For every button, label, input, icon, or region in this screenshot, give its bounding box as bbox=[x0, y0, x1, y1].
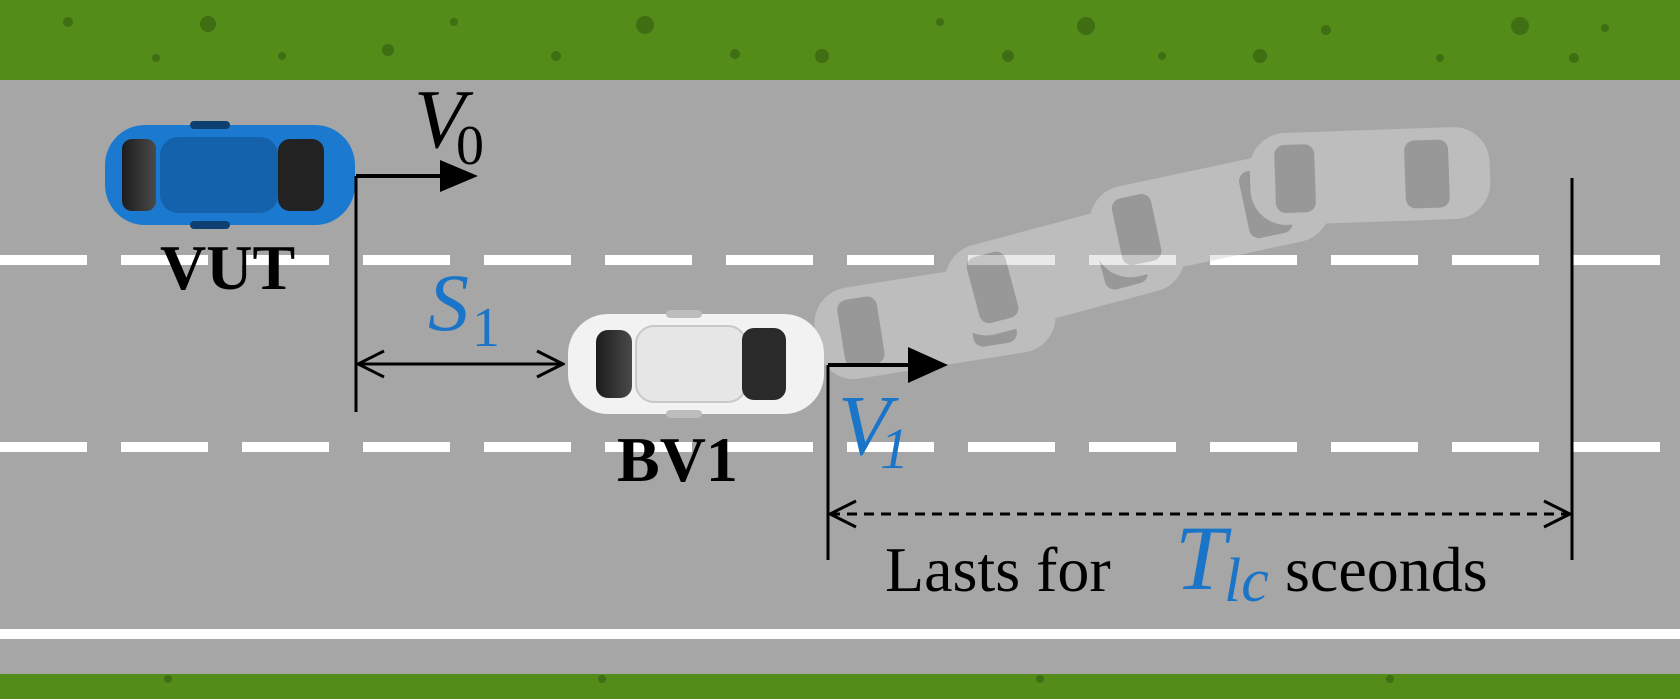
duration-note-prefix: Lasts for bbox=[885, 534, 1111, 605]
vut-car-icon bbox=[105, 121, 355, 229]
s1-subscript: 1 bbox=[472, 297, 500, 359]
bv1-label: BV1 bbox=[617, 424, 738, 495]
v1-subscript: 1 bbox=[880, 416, 909, 481]
tlc-duration-dimension bbox=[830, 178, 1574, 560]
grass-verge-top bbox=[0, 0, 1680, 80]
grass-verge-bottom bbox=[0, 674, 1680, 699]
trail-car-ghost-icon bbox=[1249, 127, 1491, 225]
bv1-car-icon bbox=[568, 310, 824, 418]
road-edge-line bbox=[0, 629, 1680, 639]
s1-symbol: S bbox=[428, 257, 469, 348]
v0-symbol: V bbox=[414, 73, 466, 166]
tlc-subscript: lc bbox=[1224, 547, 1269, 615]
v1-symbol: V bbox=[838, 377, 891, 473]
tlc-symbol: T bbox=[1175, 507, 1227, 609]
vut-label: VUT bbox=[160, 232, 296, 303]
bv1-lane-change-trail bbox=[814, 127, 1491, 380]
duration-note-suffix: sceonds bbox=[1285, 534, 1488, 605]
grass-speckles bbox=[63, 16, 1609, 683]
v0-subscript: 0 bbox=[456, 115, 484, 177]
